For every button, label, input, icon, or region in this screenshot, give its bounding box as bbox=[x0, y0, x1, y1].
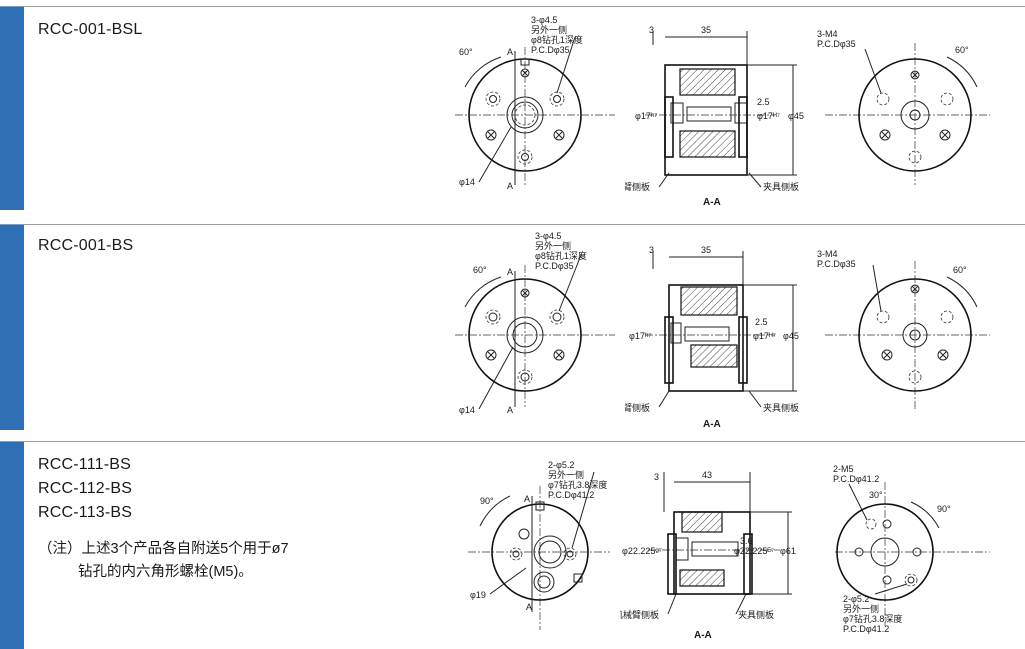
small-angle-label: 30° bbox=[869, 490, 883, 500]
boss-diameter: φ19 bbox=[470, 590, 486, 600]
section-mark: A bbox=[507, 405, 513, 415]
flange-dimension: 3 bbox=[649, 25, 654, 35]
back-view-drawing: 60° 3-M4 P.C.Dφ35 bbox=[817, 249, 990, 409]
row-accent-bar bbox=[0, 7, 24, 210]
row-accent-bar bbox=[0, 225, 24, 430]
product-row-rcc-111-113-bs: RCC-111-BS RCC-112-BS RCC-113-BS （注）上述3个… bbox=[0, 441, 1025, 649]
arm-side-plate-label: 机械臂侧板 bbox=[620, 609, 659, 620]
thread-callout: 3-M4 bbox=[817, 249, 838, 259]
tool-side-plate-label: 夹具侧板 bbox=[763, 181, 799, 192]
section-title: A-A bbox=[694, 630, 712, 641]
outer-diameter: φ45 bbox=[783, 331, 799, 341]
hole-callout-line: 另外一侧 bbox=[548, 469, 584, 480]
product-row-rcc-001-bs: RCC-001-BS 60° A A 3-φ4.5 另外一侧 φ8钻孔1深度 P… bbox=[0, 224, 1025, 430]
bore-left: φ17ʰ⁷ bbox=[629, 331, 652, 341]
hole-callout-line: φ8钻孔1深度 bbox=[535, 250, 587, 261]
product-row-rcc-001-bsl: RCC-001-BSL 60° A A 3-φ4.5 另外一侧 φ8钻孔1深度 … bbox=[0, 6, 1025, 210]
hole-callout-line: P.C.Dφ41.2 bbox=[843, 624, 889, 634]
hole-callout-line: 3-φ4.5 bbox=[535, 231, 561, 241]
hole-callout-line: 3-φ4.5 bbox=[531, 15, 557, 25]
thread-callout: 2-M5 bbox=[833, 464, 854, 474]
back-view-drawing: 60° 3-M4 P.C.Dφ35 bbox=[817, 29, 990, 185]
width-dimension: 35 bbox=[701, 245, 711, 255]
hole-callout-line: 2-φ5.2 bbox=[843, 594, 869, 604]
accessory-note: （注）上述3个产品各自附送5个用于ø7 钻孔的内六角形螺栓(M5)。 bbox=[38, 538, 289, 584]
bore-left: φ22.225ᵍ⁷ bbox=[622, 546, 662, 556]
model-name: RCC-112-BS bbox=[38, 480, 133, 497]
section-title: A-A bbox=[703, 419, 721, 430]
model-name: RCC-111-BS bbox=[38, 456, 131, 473]
angle-label: 90° bbox=[937, 504, 951, 514]
hole-callout-line: P.C.Dφ35 bbox=[531, 45, 570, 55]
angle-label: 60° bbox=[953, 265, 967, 275]
hole-callout-line: 另外一侧 bbox=[531, 24, 567, 35]
offset-dimension: 2.5 bbox=[757, 97, 770, 107]
arm-side-plate-label: 机械臂侧板 bbox=[625, 402, 650, 413]
row-accent-bar bbox=[0, 442, 24, 649]
tool-side-plate-label: 夹具侧板 bbox=[738, 609, 774, 620]
outer-diameter: φ61 bbox=[780, 546, 796, 556]
section-view-drawing: 35 3 φ45 φ17ʰ⁷ φ17ᴴ⁷ 2.5 机械臂侧板 夹具侧板 A-A bbox=[625, 245, 799, 430]
bore-right: φ17ᴴ⁷ bbox=[757, 111, 780, 121]
section-mark: A bbox=[507, 267, 513, 277]
bore-right: φ17ᴴ⁷ bbox=[753, 331, 776, 341]
hole-callout-line: P.C.Dφ35 bbox=[535, 261, 574, 271]
outer-diameter: φ45 bbox=[788, 111, 804, 121]
hole-callout-line: 另外一侧 bbox=[843, 603, 879, 614]
section-mark: A bbox=[524, 494, 530, 504]
bore-right: φ22.225ᴱ⁷ bbox=[734, 546, 774, 556]
thread-callout: P.C.Dφ35 bbox=[817, 39, 856, 49]
thread-callout: P.C.Dφ35 bbox=[817, 259, 856, 269]
flange-dimension: 3 bbox=[654, 472, 659, 482]
hole-callout-line: 2-φ5.2 bbox=[548, 460, 574, 470]
section-mark: A bbox=[507, 181, 513, 191]
angle-label: 60° bbox=[459, 47, 473, 57]
note-line: （注）上述3个产品各自附送5个用于ø7 bbox=[38, 541, 289, 557]
section-view-drawing: 43 3 φ61 φ22.225ᵍ⁷ φ22.225ᴱ⁷ 3.6 机械臂侧板 夹… bbox=[620, 470, 796, 641]
note-line: 钻孔的内六角形螺栓(M5)。 bbox=[78, 564, 253, 580]
section-mark: A bbox=[526, 602, 532, 612]
tool-side-plate-label: 夹具侧板 bbox=[763, 402, 799, 413]
offset-dimension: 2.5 bbox=[755, 317, 768, 327]
front-view-drawing: 90° A A 2-φ5.2 另外一侧 φ7钻孔3.8深度 P.C.Dφ41.2… bbox=[468, 460, 610, 630]
hole-callout-line: φ8钻孔1深度 bbox=[531, 34, 583, 45]
bore-left: φ17ʰ⁷ bbox=[635, 111, 658, 121]
thread-callout: 3-M4 bbox=[817, 29, 838, 39]
hole-callout-line: φ7钻孔3.8深度 bbox=[548, 479, 607, 490]
model-name: RCC-001-BSL bbox=[38, 21, 143, 38]
model-name: RCC-001-BS bbox=[38, 237, 134, 254]
hole-callout-line: φ7钻孔3.8深度 bbox=[843, 613, 902, 624]
angle-label: 60° bbox=[473, 265, 487, 275]
front-view-drawing: 60° A A 3-φ4.5 另外一侧 φ8钻孔1深度 P.C.Dφ35 φ14 bbox=[455, 15, 615, 191]
angle-label: 90° bbox=[480, 496, 494, 506]
back-view-drawing: 90° 30° 2-M5 P.C.Dφ41.2 2-φ5.2 另外一侧 φ7钻孔… bbox=[833, 464, 990, 634]
boss-diameter: φ14 bbox=[459, 405, 475, 415]
width-dimension: 43 bbox=[702, 470, 712, 480]
hole-callout-line: P.C.Dφ41.2 bbox=[548, 490, 594, 500]
section-mark: A bbox=[507, 47, 513, 57]
section-title: A-A bbox=[703, 197, 721, 208]
offset-dimension: 3.6 bbox=[740, 536, 753, 546]
width-dimension: 35 bbox=[701, 25, 711, 35]
front-view-drawing: 60° A A 3-φ4.5 另外一侧 φ8钻孔1深度 P.C.Dφ35 φ14 bbox=[455, 231, 615, 415]
angle-label: 60° bbox=[955, 45, 969, 55]
hole-callout-line: 另外一侧 bbox=[535, 240, 571, 251]
thread-callout: P.C.Dφ41.2 bbox=[833, 474, 879, 484]
arm-side-plate-label: 机械臂侧板 bbox=[625, 181, 650, 192]
flange-dimension: 3 bbox=[649, 245, 654, 255]
section-view-drawing: 35 3 φ45 φ17ʰ⁷ φ17ᴴ⁷ 2.5 机械臂侧板 夹具侧板 A-A bbox=[625, 25, 804, 208]
boss-diameter: φ14 bbox=[459, 177, 475, 187]
model-name: RCC-113-BS bbox=[38, 504, 133, 521]
